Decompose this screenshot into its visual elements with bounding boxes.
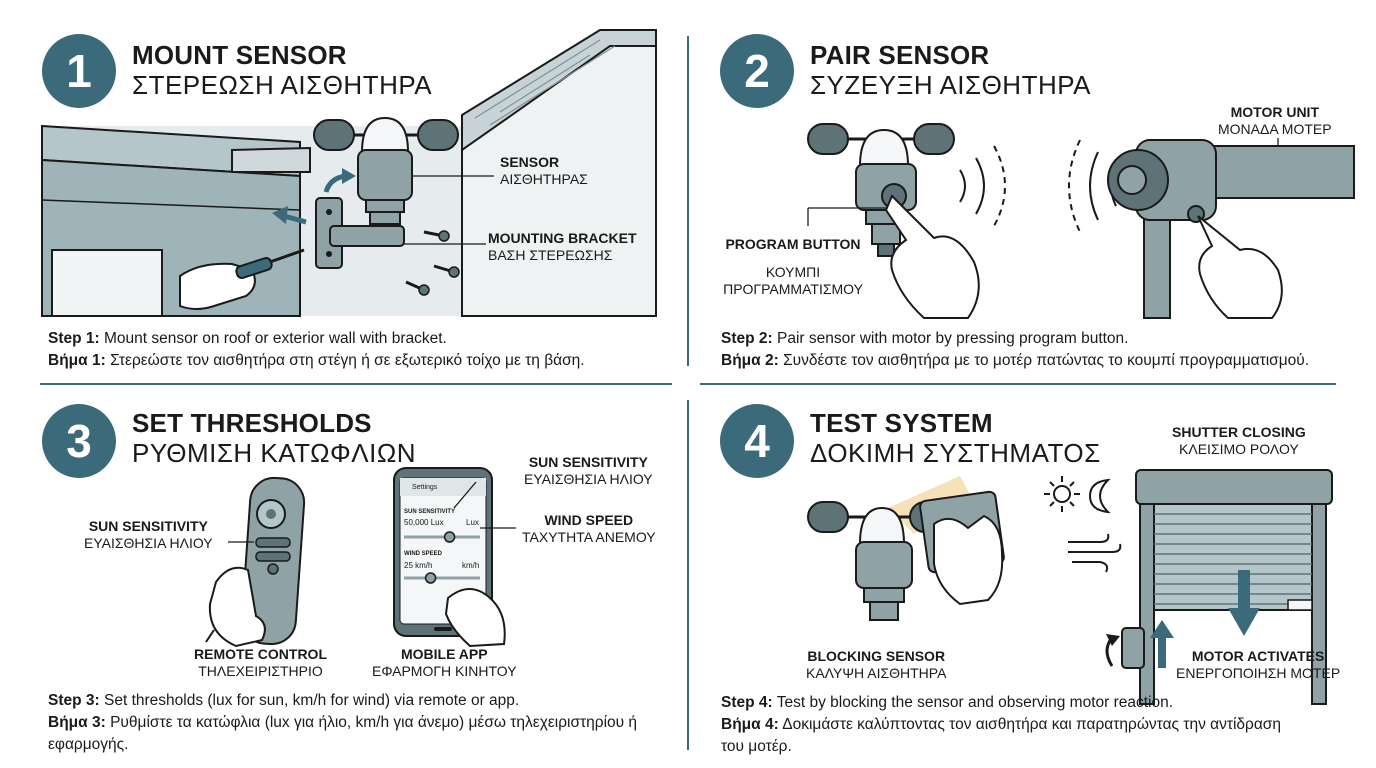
step-1-panel: 1 MOUNT SENSOR ΣΤΕΡΕΩΣΗ ΑΙΣΘΗΤΗΡΑ [0,0,686,384]
divider-lower [687,400,689,750]
step-number-badge: 2 [720,34,794,108]
set-thresholds-illustration [205,467,516,648]
step-title-en: MOUNT SENSOR [132,40,347,70]
label-program-button: PROGRAM BUTTON [725,236,861,252]
step-3-instructions: Step 3: Set thresholds (lux for sun, km/… [48,692,638,753]
step-1-instructions: Step 1: Mount sensor on roof or exterior… [48,330,585,369]
step-4-instructions: Step 4: Test by blocking the sensor and … [721,694,1281,755]
divider-upper [687,36,689,366]
step-title-gr: ΡΥΘΜΙΣΗ ΚΑΤΩΦΛΙΩΝ [132,438,417,468]
phone-header: Settings [412,484,438,491]
pair-sensor-illustration [807,123,1355,319]
step-title-gr: ΣΥΖΕΥΞΗ ΑΙΣΘΗΤΗΡΑ [810,70,1091,100]
phone-wind-value: 25 km/h [404,561,433,570]
sun-slider-knob [443,531,456,543]
phone-wind-unit: km/h [462,561,480,570]
step-number-badge: 1 [42,34,116,108]
phone-wind-label: WIND SPEED [404,551,443,557]
phone-sun-value: 50,000 Lux [404,518,444,527]
label-program-button-gr: ΚΟΥΜΠΙ ΠΡΟΓΡΑΜΜΑΤΙΣΜΟΥ [723,264,863,297]
step-3-panel: 3 SET THRESHOLDS ΡΥΘΜΙΣΗ ΚΑΤΩΦΛΙΩΝ Setti… [0,384,686,768]
test-system-illustration [807,469,1333,705]
step-title-en: PAIR SENSOR [810,40,990,70]
step-4-panel: 4 TEST SYSTEM ΔΟΚΙΜΗ ΣΥΣΤΗΜΑΤΟΣ [688,384,1376,768]
step-2-panel: 2 PAIR SENSOR ΣΥΖΕΥΞΗ ΑΙΣΘΗΤΗΡΑ [688,0,1376,384]
phone-sun-unit: Lux [466,518,479,527]
step-number-badge: 4 [720,404,794,478]
step-title-en: SET THRESHOLDS [132,408,372,438]
step-number-badge: 3 [42,404,116,478]
step-2-instructions: Step 2: Pair sensor with motor by pressi… [721,330,1310,369]
step-title-en: TEST SYSTEM [810,408,993,438]
phone-sun-label: SUN SENSITIVITY [404,509,456,515]
step-title-gr: ΔΟΚΙΜΗ ΣΥΣΤΗΜΑΤΟΣ [810,438,1101,468]
step-title-gr: ΣΤΕΡΕΩΣΗ ΑΙΣΘΗΤΗΡΑ [132,70,433,100]
mount-sensor-illustration [41,29,657,317]
wind-slider-knob [424,572,437,584]
divider-top [40,383,672,385]
divider-top-right [700,383,1336,385]
